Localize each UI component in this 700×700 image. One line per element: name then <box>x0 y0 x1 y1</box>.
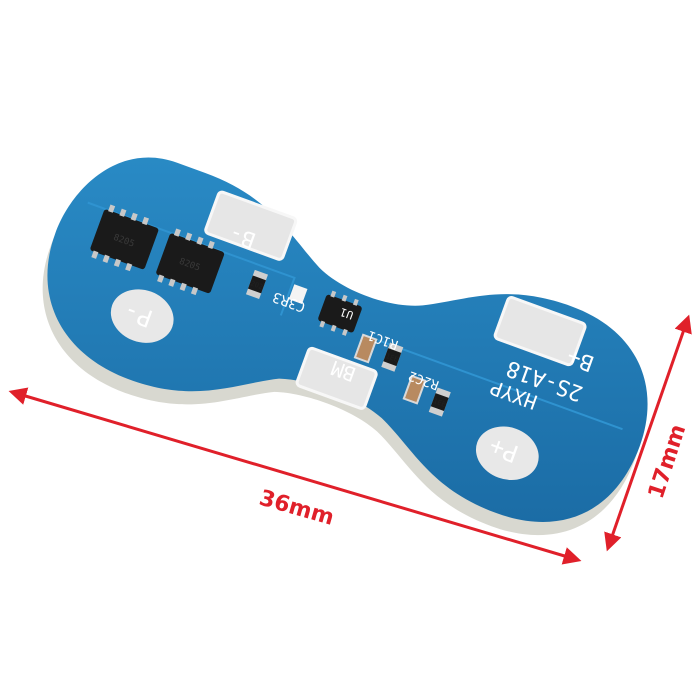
cap-code: 202 <box>249 279 264 291</box>
silk-u1: U1 <box>338 305 355 322</box>
resistor-r1: 1EE <box>381 342 404 372</box>
width-label: 17mm <box>644 421 691 501</box>
length-label: 36mm <box>256 486 336 531</box>
trace-2 <box>377 339 623 431</box>
pcb-board: 8205 8205 202 1EE <box>42 157 648 536</box>
pad-b-minus <box>204 190 298 261</box>
trace-1 <box>87 201 296 316</box>
mosfet-chip-1: 8205 <box>90 204 159 272</box>
capacitor-c3: 202 <box>245 269 268 300</box>
led-white <box>288 284 308 305</box>
protection-ic <box>318 290 362 336</box>
res-code-1: 1EE <box>385 352 400 364</box>
capacitor-c1 <box>353 333 378 364</box>
mosfet-chip-2: 8205 <box>156 228 225 296</box>
pad-b-plus <box>493 296 587 367</box>
pad-p-minus <box>110 289 174 343</box>
